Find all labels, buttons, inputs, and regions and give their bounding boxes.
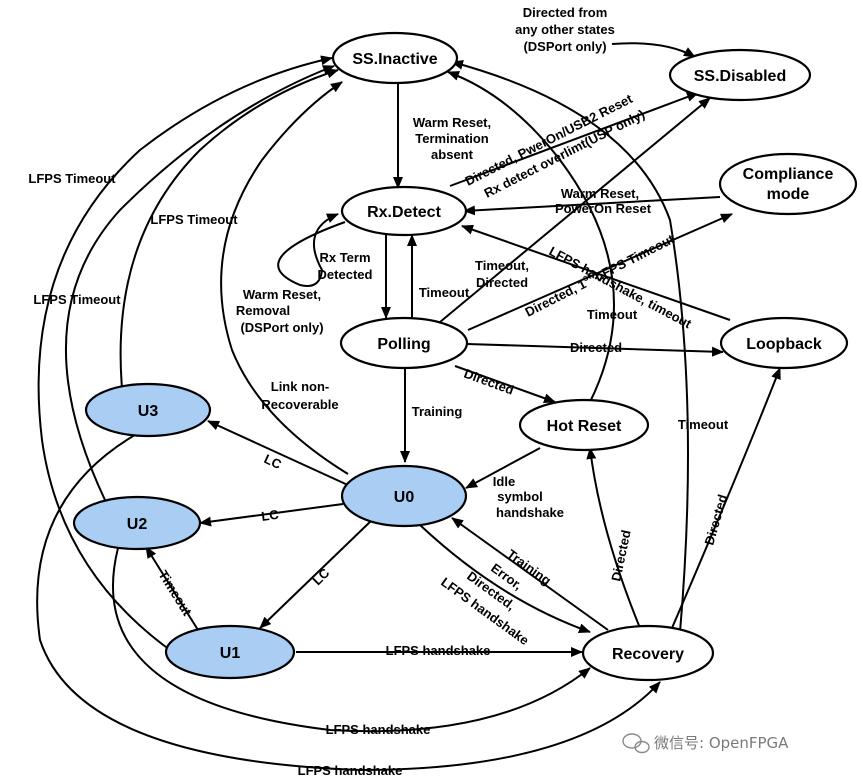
state-label-polling: Polling	[377, 336, 430, 353]
label-warm-term-3: absent	[431, 147, 474, 162]
edge-any-to-ssdisabled	[611, 42, 696, 58]
state-rx-detect	[340, 185, 468, 237]
state-label-compliance: Compliance	[743, 166, 834, 183]
label-directed-any-3: (DSPort only)	[523, 39, 606, 54]
edge-u0-to-recovery	[419, 524, 591, 634]
edge-polling-to-hotreset	[454, 365, 556, 403]
label-timeout-u1: Timeout	[155, 568, 195, 619]
edge-u0-to-ssinactive	[220, 81, 349, 475]
label-warm-power-2: PowerOn Reset	[555, 201, 652, 216]
state-labels: SS.Inactive SS.Disabled Rx.Detect Compli…	[127, 51, 834, 663]
edge-u2-to-recovery	[112, 547, 591, 733]
edge-u2-to-ssinactive	[64, 65, 335, 501]
edge-compliance-to-rxdetect	[463, 196, 721, 216]
state-u3	[84, 382, 212, 438]
state-u1	[164, 624, 296, 680]
edge-u0-to-u2	[199, 503, 344, 527]
label-idle-2: symbol	[497, 489, 543, 504]
label-warm-term-1: Warm Reset,	[413, 115, 491, 130]
state-label-u0: U0	[394, 489, 415, 506]
label-warm-removal-3: (DSPort only)	[240, 320, 323, 335]
label-directed-any-2: any other states	[515, 22, 615, 37]
wechat-icon	[622, 733, 650, 754]
label-link-nonrec-1: Link non-	[271, 379, 330, 394]
edge-polling-to-ssdisabled	[439, 97, 711, 323]
label-timeout-directed-2: Directed	[476, 275, 528, 290]
state-label-rx-detect: Rx.Detect	[367, 204, 441, 221]
label-directed-loopback: Directed	[570, 340, 622, 355]
label-warm-power-1: Warm Reset,	[561, 186, 639, 201]
edge-u0-to-u1	[259, 519, 373, 629]
label-timeout-recovery: Timeout	[678, 417, 729, 432]
state-polling	[339, 316, 469, 370]
state-label-u2: U2	[127, 516, 148, 533]
label-directed-any-1: Directed from	[523, 5, 608, 20]
state-label-u3: U3	[138, 403, 159, 420]
label-timeout-polling: Timeout	[419, 285, 470, 300]
edges	[36, 42, 781, 772]
state-loopback	[719, 316, 849, 370]
edge-hotreset-to-u0	[465, 447, 541, 489]
label-lfps-u3: LFPS handshake	[298, 763, 403, 778]
label-warm-removal-2: Removal	[236, 303, 290, 318]
label-directed-rec-loop: Directed	[701, 493, 730, 547]
label-link-nonrec-2: Recoverable	[261, 397, 338, 412]
label-lc-u2: LC	[260, 507, 280, 524]
label-directed-hotreset: Directed	[462, 366, 516, 398]
label-timeout-hot: Timeout	[587, 307, 638, 322]
label-idle-1: Idle	[493, 474, 515, 489]
edge-recovery-to-loopback	[671, 367, 781, 629]
edge-polling-to-loopback	[466, 343, 724, 357]
label-rx-term-1: Rx Term	[319, 250, 370, 265]
state-label-u1: U1	[220, 645, 241, 662]
state-label-recovery: Recovery	[612, 646, 684, 663]
edge-u3-to-ssinactive	[119, 68, 339, 389]
label-idle-3: handshake	[496, 505, 564, 520]
edge-rxdetect-selfloop	[277, 213, 346, 287]
states	[72, 31, 858, 682]
edge-polling-to-compliance	[467, 213, 733, 331]
label-directed-first-main: Directed, 1	[523, 276, 589, 320]
edge-rxdetect-to-ssdisabled	[449, 92, 699, 187]
state-label-ss-inactive: SS.Inactive	[352, 51, 437, 68]
label-lfps-u2: LFPS handshake	[326, 722, 431, 737]
label-rx-term-2: Detected	[318, 267, 373, 282]
state-recovery	[581, 624, 715, 682]
edge-u0-to-u3	[207, 420, 351, 487]
label-lfps-u1: LFPS handshake	[386, 643, 491, 658]
label-directed-rec-hot: Directed	[608, 529, 633, 583]
watermark: 微信号: OpenFPGA	[622, 733, 789, 754]
state-label-hot-reset: Hot Reset	[547, 418, 622, 435]
edge-recovery-to-hotreset	[586, 447, 641, 629]
state-ss-disabled	[668, 48, 812, 102]
edge-u1-to-u2	[145, 546, 199, 631]
state-label-compliance-mode: mode	[767, 186, 810, 203]
state-u0	[340, 464, 468, 528]
label-warm-term-2: Termination	[415, 131, 488, 146]
edge-recovery-to-u0	[451, 517, 609, 631]
label-directed-first-sup: st	[581, 271, 593, 284]
label-lfps-timeout-1: LFPS Timeout	[28, 171, 116, 186]
state-label-ss-disabled: SS.Disabled	[694, 68, 786, 85]
edge-u1-to-ssinactive	[37, 55, 333, 651]
watermark-text: 微信号: OpenFPGA	[654, 734, 789, 752]
label-lc-u1: LC	[310, 565, 333, 588]
label-lc-u3: LC	[262, 451, 285, 472]
state-label-loopback: Loopback	[746, 336, 822, 353]
state-compliance-mode	[718, 152, 858, 216]
label-timeout-directed-1: Timeout,	[475, 258, 529, 273]
edge-recovery-to-ssinactive	[451, 60, 689, 633]
state-hot-reset	[518, 398, 650, 452]
label-lfps-timeout-3: LFPS Timeout	[33, 292, 121, 307]
state-ss-inactive	[331, 31, 459, 85]
state-u2	[72, 495, 202, 551]
label-warm-removal-1: Warm Reset,	[243, 287, 321, 302]
edge-hotreset-to-ssinactive	[447, 71, 615, 403]
label-training: Training	[412, 404, 463, 419]
label-lfps-timeout-2: LFPS Timeout	[150, 212, 238, 227]
edge-u3-to-recovery	[36, 431, 661, 772]
